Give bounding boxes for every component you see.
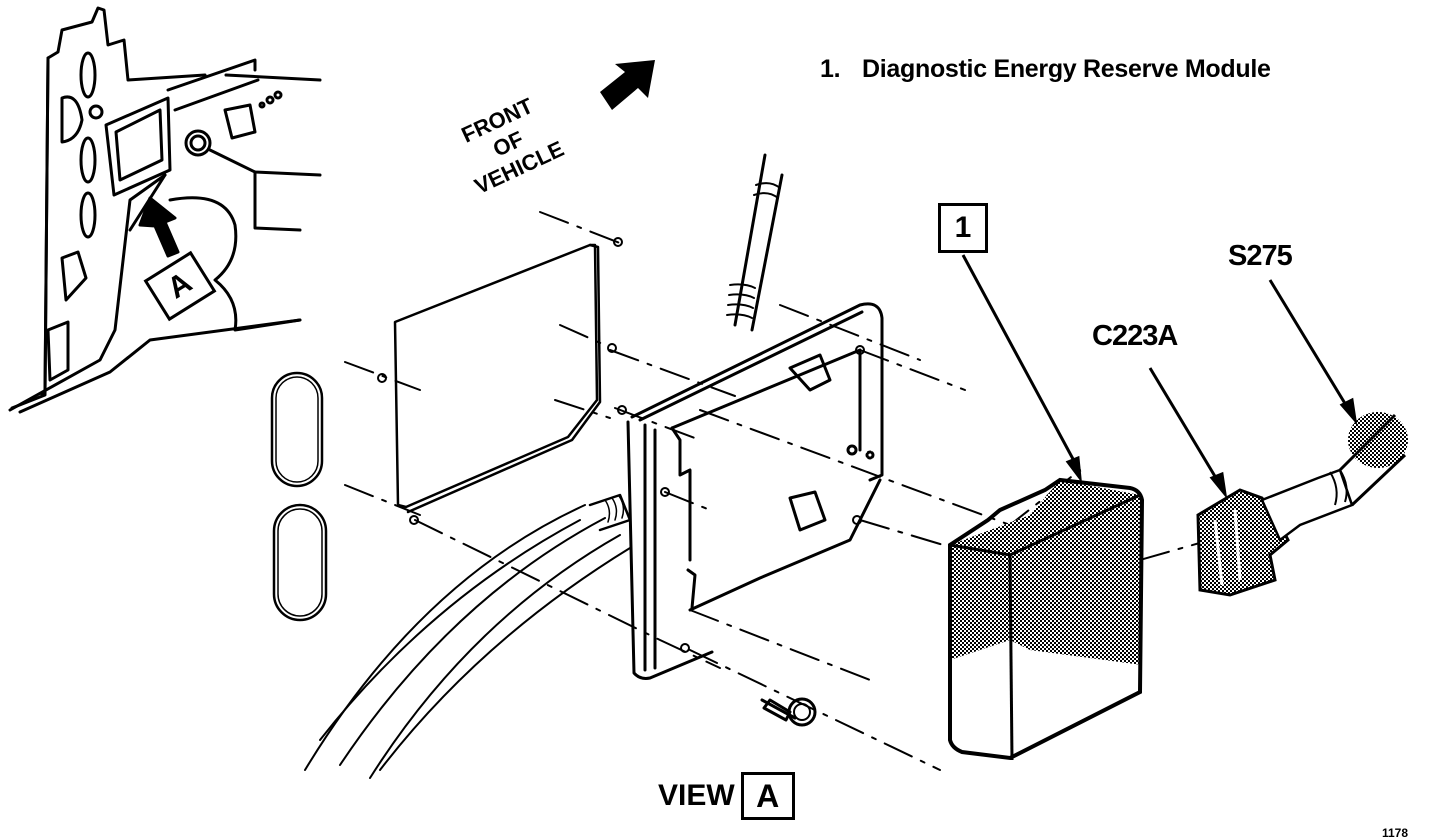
wiring-harness [304, 493, 632, 779]
splice-s275 [1260, 412, 1408, 542]
callout-connector-c223a: C223A [1092, 320, 1178, 352]
legend-item-text: Diagnostic Energy Reserve Module [862, 55, 1271, 83]
mounting-bracket [626, 153, 884, 680]
legend: 1. Diagnostic Energy Reserve Module [820, 55, 1271, 84]
vehicle-panel-inset [8, 6, 322, 414]
mounting-screw [760, 697, 817, 727]
view-caption-ref-box: A [740, 772, 795, 820]
view-caption: VIEW A [658, 772, 795, 820]
callout-splice-s275: S275 [1228, 240, 1293, 272]
figure-code: 1178 [1382, 826, 1409, 840]
access-plugs [270, 371, 328, 622]
inset-pointer-arrow [138, 196, 180, 258]
arrow-up-right-icon [600, 60, 655, 110]
connector-c223a [1196, 488, 1290, 597]
view-caption-text: VIEW [658, 779, 735, 812]
callout-part-1: 1 [938, 203, 988, 253]
energy-reserve-module [948, 477, 1145, 761]
leader-lines [961, 254, 1358, 500]
cover-plate [393, 243, 602, 514]
legend-item-number: 1. [820, 55, 841, 83]
